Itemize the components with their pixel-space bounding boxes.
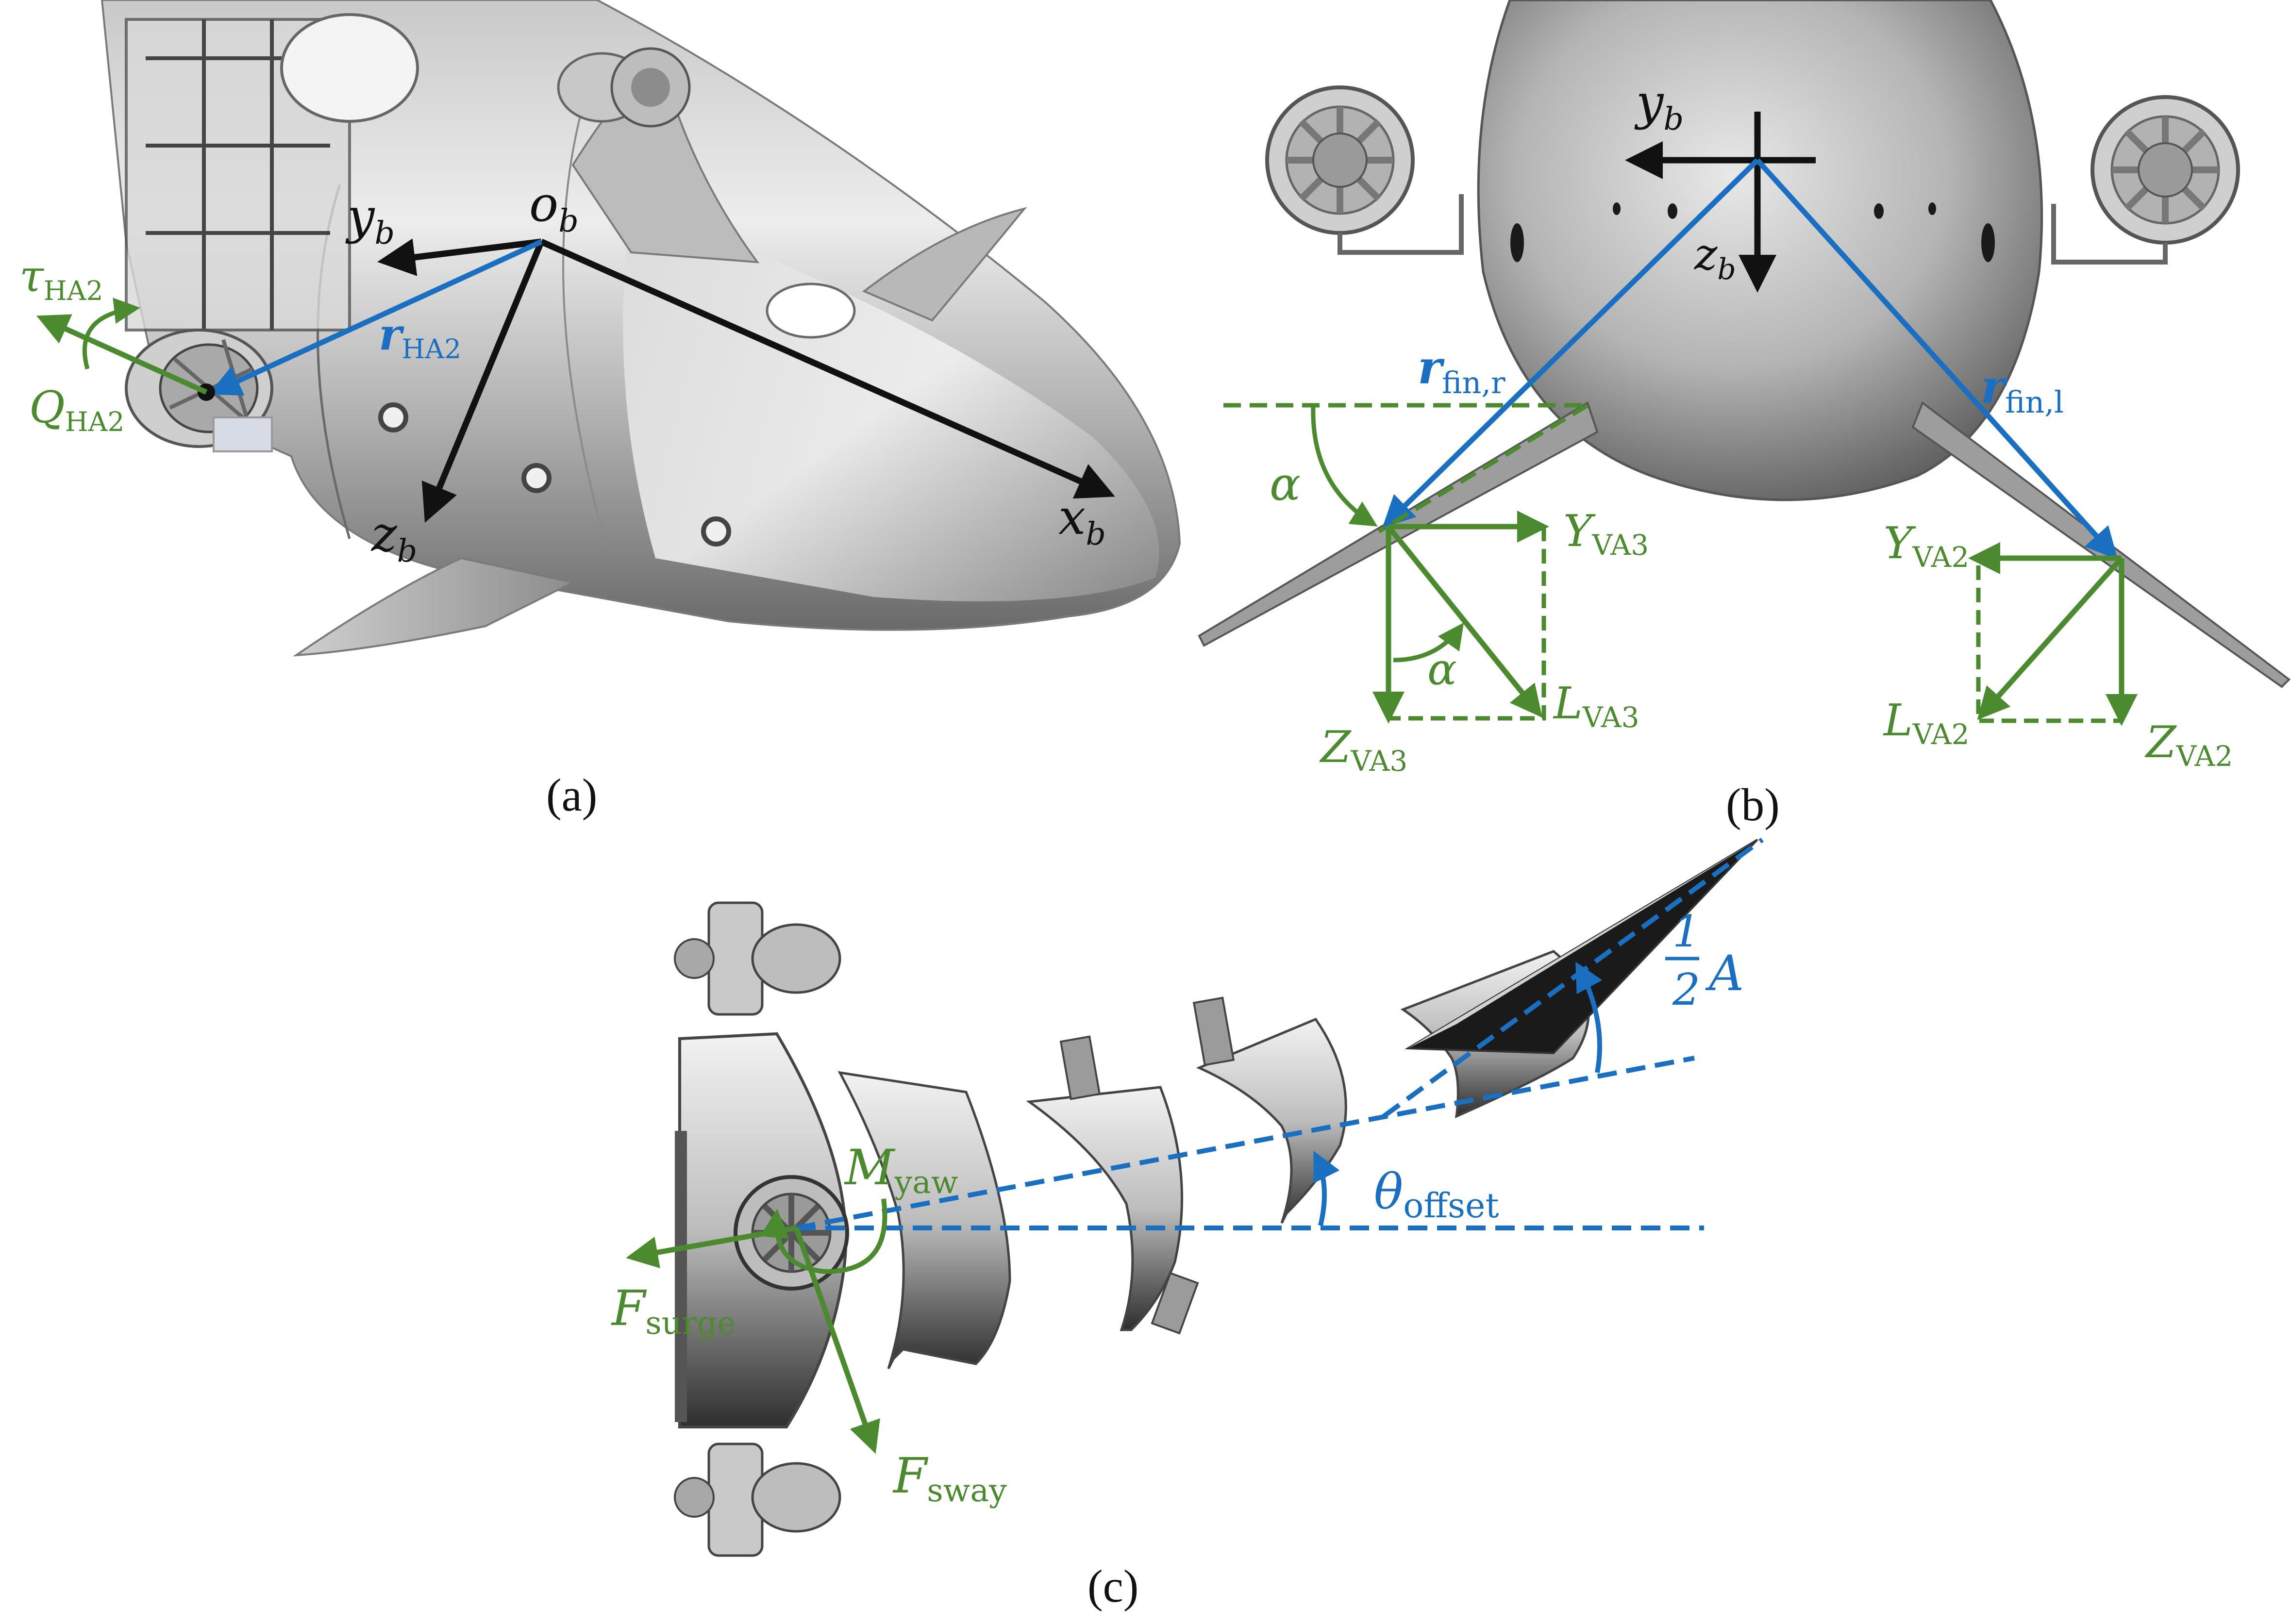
label-f-sway: Fsway bbox=[892, 1447, 1007, 1509]
pectoral-fin-a bbox=[292, 557, 576, 657]
label-half-denominator: 2 bbox=[1672, 964, 1700, 1015]
label-zb-b: zb bbox=[1694, 229, 1736, 286]
label-f-surge: Fsurge bbox=[611, 1280, 736, 1342]
segment-2-c bbox=[1026, 1086, 1184, 1331]
caption-c: (c) bbox=[1087, 1560, 1138, 1612]
label-alpha-2: α bbox=[1427, 644, 1457, 695]
label-yb-a: yb bbox=[345, 188, 395, 251]
top-thruster-a bbox=[557, 47, 691, 128]
label-m-yaw: Myaw bbox=[844, 1139, 958, 1201]
segment-3-c bbox=[1196, 1017, 1347, 1224]
hull-holes-b bbox=[1510, 202, 1995, 262]
va2-box-dash bbox=[1976, 565, 2122, 723]
xb-axis-arrow bbox=[540, 239, 1115, 499]
thruster-left-b bbox=[1265, 85, 1464, 255]
label-xb: xb bbox=[1058, 489, 1106, 552]
label-alpha-1: α bbox=[1270, 458, 1301, 511]
label-yb-b: yb bbox=[1634, 74, 1684, 137]
r-ha2-vector bbox=[209, 239, 543, 396]
label-r-ha2: rHA2 bbox=[379, 309, 461, 365]
label-zb-a: zb bbox=[371, 506, 417, 569]
label-z-va3: ZVA3 bbox=[1319, 722, 1407, 778]
thruster-top-c bbox=[674, 901, 841, 1016]
label-q-ha2: QHA2 bbox=[29, 382, 124, 437]
hatch-a bbox=[766, 282, 856, 339]
thruster-bottom-c bbox=[674, 1442, 841, 1557]
r-fin-r-vector bbox=[1382, 158, 1759, 528]
caption-b: (b) bbox=[1726, 779, 1780, 830]
hull-seam2-a bbox=[562, 106, 608, 549]
label-z-va2: ZVA2 bbox=[2144, 717, 2233, 773]
q-ha2-moment-arc bbox=[82, 298, 140, 370]
label-ob: ob bbox=[529, 176, 579, 239]
label-half-numerator: 1 bbox=[1672, 906, 1700, 957]
half-a-arc bbox=[1575, 961, 1603, 1073]
alpha-arc-2 bbox=[1393, 622, 1464, 663]
internal-struts-a bbox=[146, 19, 330, 330]
head-frame-c bbox=[675, 1131, 687, 1422]
port-rings-a bbox=[378, 402, 731, 547]
va3-box-dash bbox=[1388, 527, 1546, 721]
rods-c bbox=[1059, 996, 1235, 1335]
m-yaw-arc bbox=[760, 1198, 887, 1275]
tau-ha2-arrow bbox=[36, 314, 208, 395]
alpha-arc-1 bbox=[1311, 405, 1378, 527]
l-va3-arrow bbox=[1386, 525, 1542, 718]
label-l-va3: LVA3 bbox=[1553, 678, 1639, 734]
label-y-va2: YVA2 bbox=[1884, 518, 1969, 574]
auv-nose-a bbox=[623, 204, 1159, 601]
panel-b: yb zb rfin,r rfin,l α α YVA3 ZVA3 LVA3 Y… bbox=[1198, 0, 2291, 830]
panel-c: 1 2 A θoffset Myaw Fsurge Fsway (c) bbox=[611, 837, 1764, 1612]
label-r-fin-l: rfin,l bbox=[1981, 360, 2064, 420]
label-l-va2: LVA2 bbox=[1883, 695, 1970, 751]
caption-a: (a) bbox=[546, 769, 597, 821]
f-sway-arrow bbox=[793, 1227, 880, 1454]
side-fin-a bbox=[862, 207, 1027, 322]
label-y-va3: YVA3 bbox=[1563, 506, 1649, 562]
label-half-a: A bbox=[1705, 945, 1744, 1002]
label-r-fin-r: rfin,r bbox=[1418, 341, 1505, 400]
fin-chord-dash bbox=[1377, 403, 1589, 533]
label-tau-ha2: τHA2 bbox=[19, 251, 103, 306]
head-thruster-c bbox=[734, 1175, 849, 1291]
r-fin-l-vector bbox=[1755, 158, 2118, 560]
offset-line-dash bbox=[796, 1056, 1695, 1230]
top-opening-a bbox=[280, 13, 419, 123]
l-va2-arrow bbox=[1977, 556, 2124, 720]
panel-a: τHA2 QHA2 yb ob rHA2 zb xb (a) bbox=[19, 0, 1181, 821]
amplitude-line-dash bbox=[1382, 837, 1764, 1119]
yb-axis-arrow-a bbox=[377, 238, 542, 276]
label-theta-offset: θoffset bbox=[1374, 1163, 1499, 1226]
zb-axis-arrow-a bbox=[421, 240, 545, 523]
theta-offset-arc bbox=[1313, 1151, 1340, 1226]
thruster-right-b bbox=[2051, 95, 2240, 265]
segment-1-c bbox=[837, 1071, 1011, 1370]
tail-fin-light-c bbox=[1408, 840, 1757, 1048]
